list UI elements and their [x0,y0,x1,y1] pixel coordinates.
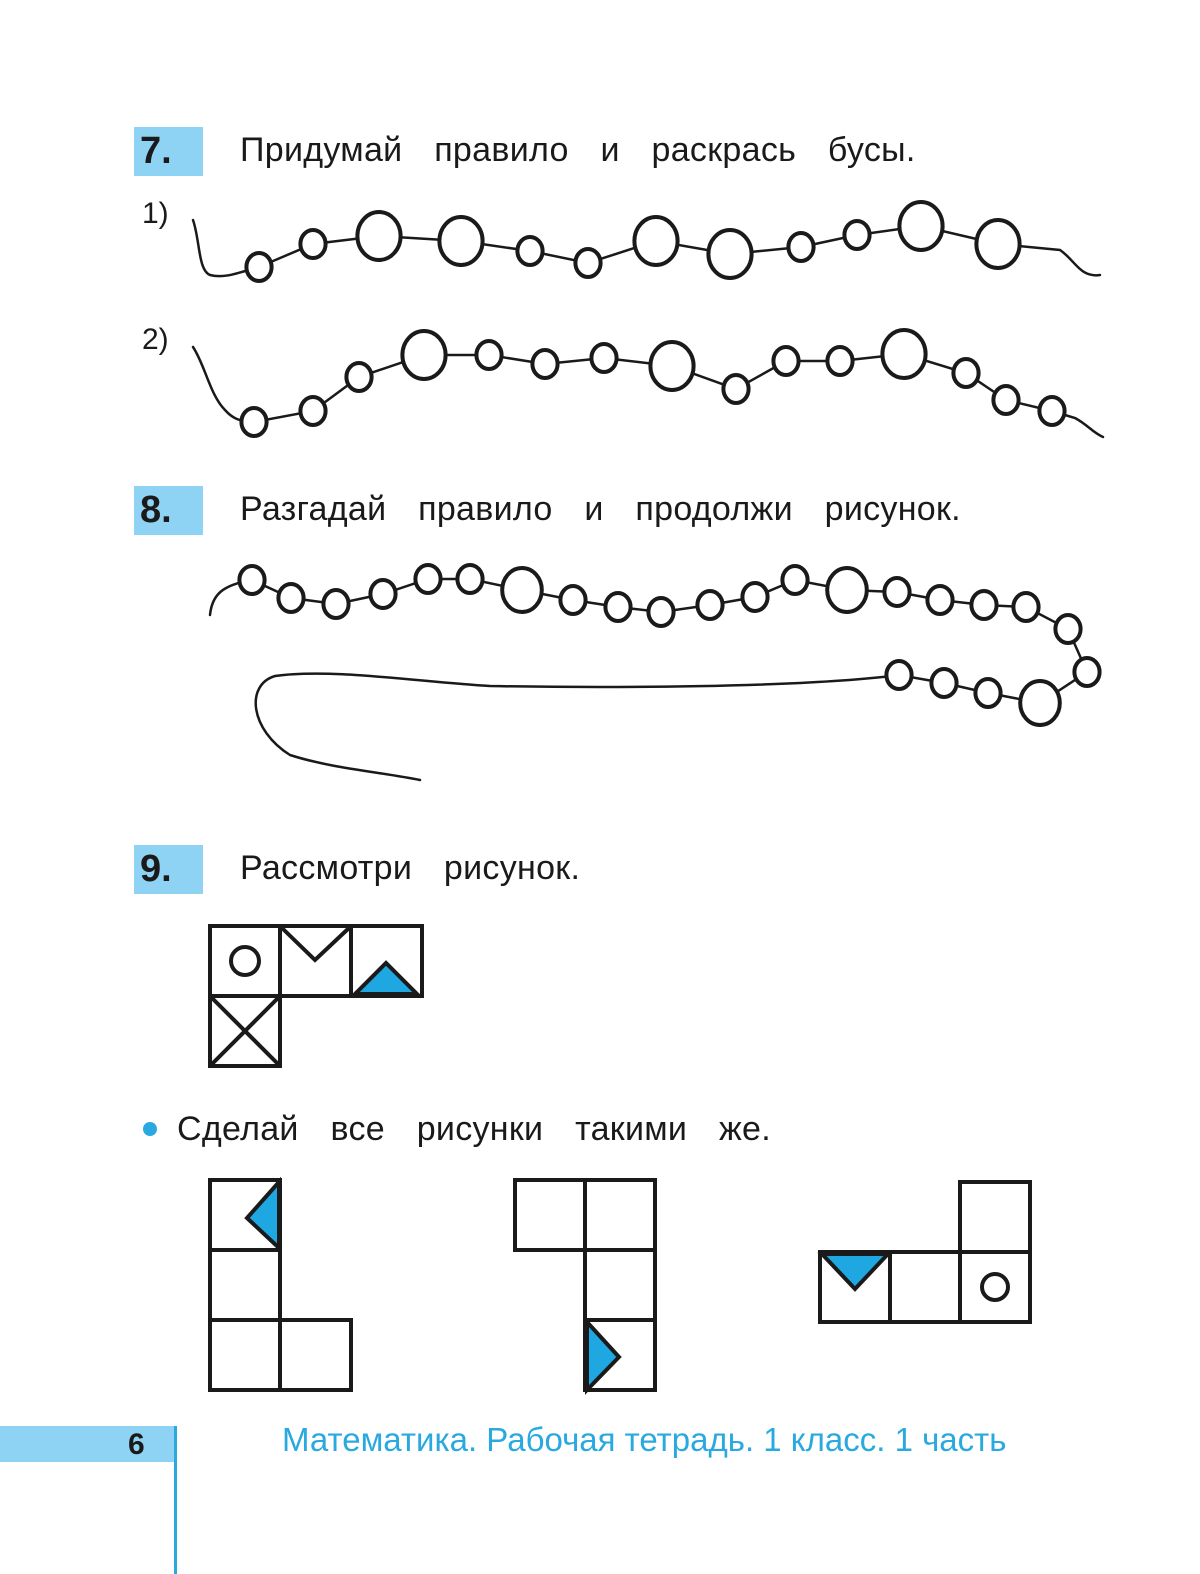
bead [1011,591,1041,623]
bead [786,231,816,263]
bead [239,406,269,438]
bead [355,210,403,262]
task-number-7: 7. [134,127,203,176]
bead [740,581,770,613]
task-7-text: Придумай правило и раскрась бусы. [240,131,916,169]
page-margin-line [174,1426,177,1574]
blue-triangle [817,1252,893,1292]
bead [897,200,945,252]
bead [695,589,725,621]
figure-2 [513,1178,657,1395]
figure-3 [817,1180,1032,1324]
bead [780,564,810,596]
task-7-item-2-label: 2) [142,323,169,356]
bead-string-1 [191,218,1102,278]
bead [237,564,267,596]
v-mark [280,926,351,963]
blue-triangle [244,1176,281,1253]
bead [276,582,306,614]
bead [368,578,398,610]
bead [825,345,855,377]
bead [706,228,754,280]
page-number: 6 [128,1428,145,1461]
bead [991,384,1021,416]
bead [880,328,928,380]
bead [500,566,544,614]
task-number-9: 9. [134,845,203,894]
footer-title: Математика. Рабочая тетрадь. 1 класс. 1 … [282,1421,1007,1458]
bullet-icon [143,1122,157,1136]
blue-triangle [585,1316,622,1395]
bead [974,218,1022,270]
bead [632,215,680,267]
bead [884,659,914,691]
figure-1 [208,1176,353,1392]
bead [515,235,545,267]
page-number-bar [0,1426,175,1462]
task-9-text: Рассмотри рисунок. [240,849,581,887]
bead [646,596,676,628]
bead [969,589,999,621]
bead [1037,395,1067,427]
bead [558,584,588,616]
blue-triangle [350,960,422,996]
bead [298,395,328,427]
task-7-item-1-label: 1) [142,197,169,230]
circle-mark [980,1272,1010,1302]
bead [400,329,448,381]
bead [771,345,801,377]
circle-mark [229,945,261,977]
bead [298,228,328,260]
bead [344,361,374,393]
task-8-text: Разгадай правило и продолжи рисунок. [240,490,961,528]
bead [842,219,872,251]
bead [1018,679,1062,727]
bead [648,340,696,392]
bead [721,373,751,405]
bead [882,576,912,608]
bead [589,342,619,374]
bead [1053,613,1083,645]
bead [603,591,633,623]
task-9-instruction: Сделай все рисунки такими же. [177,1110,771,1148]
sample-figure [208,924,424,1068]
bead [951,357,981,389]
bead [244,251,274,283]
task-number-8: 8. [134,486,203,535]
bead [455,563,485,595]
bead [1072,656,1102,688]
bead [321,588,351,620]
bead [530,348,560,380]
bead [973,677,1003,709]
bead [925,584,955,616]
bead [929,667,959,699]
bead [573,247,603,279]
bead [437,215,485,267]
bead [413,563,443,595]
bead [825,566,869,614]
bead [474,339,504,371]
